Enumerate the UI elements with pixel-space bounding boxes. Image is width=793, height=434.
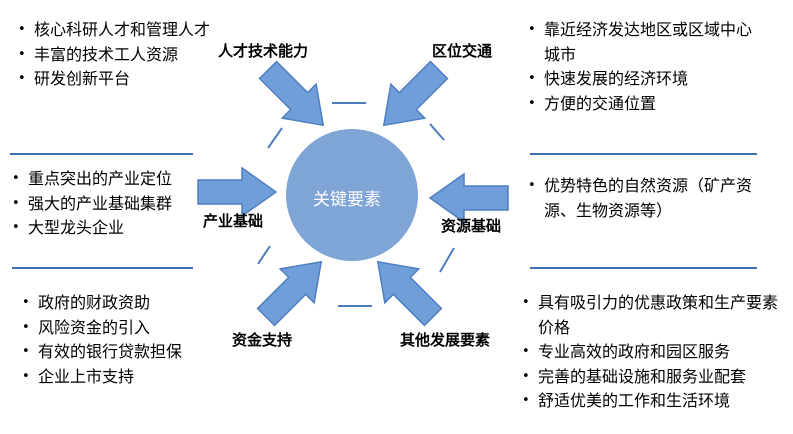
factor-label-other: 其他发展要素 [400, 331, 491, 349]
list-item: 完善的基础设施和服务业配套 [518, 365, 790, 390]
list-item: 快速发展的经济环境 [524, 67, 764, 92]
list-item: 政府的财政资助 [18, 291, 218, 316]
list-item: 靠近经济发达地区或区域中心城市 [524, 18, 764, 67]
arrow-other [376, 260, 443, 327]
list-other: 具有吸引力的优惠政策和生产要素价格 专业高效的政府和园区服务 完善的基础设施和服… [518, 291, 790, 414]
arrow-capital [256, 260, 323, 327]
list-item: 具有吸引力的优惠政策和生产要素价格 [518, 291, 790, 340]
factor-label-resources: 资源基础 [441, 217, 502, 235]
arrow-resources [428, 172, 509, 224]
list-item: 方便的交通位置 [524, 92, 764, 117]
list-item: 重点突出的产业定位 [8, 167, 208, 192]
factor-label-talent: 人才技术能力 [218, 42, 309, 60]
list-item: 大型龙头企业 [8, 216, 208, 241]
list-item: 专业高效的政府和园区服务 [518, 340, 790, 365]
arrow-industry [197, 166, 278, 218]
factor-label-industry: 产业基础 [203, 212, 264, 230]
factor-label-location: 区位交通 [432, 42, 493, 60]
list-item: 研发创新平台 [14, 67, 214, 92]
arrows [197, 60, 509, 327]
list-item: 企业上市支持 [18, 365, 218, 390]
list-item: 核心科研人才和管理人才 [14, 18, 214, 43]
list-resources: 优势特色的自然资源（矿产资源、生物资源等） [524, 174, 759, 223]
list-location: 靠近经济发达地区或区域中心城市 快速发展的经济环境 方便的交通位置 [524, 18, 764, 116]
center-circle [286, 129, 418, 261]
list-item: 丰富的技术工人资源 [14, 43, 214, 68]
list-talent: 核心科研人才和管理人才 丰富的技术工人资源 研发创新平台 [14, 18, 214, 92]
arrow-talent [258, 60, 325, 127]
list-industry: 重点突出的产业定位 强大的产业基础集群 大型龙头企业 [8, 167, 208, 241]
list-item: 风险资金的引入 [18, 316, 218, 341]
list-item: 舒适优美的工作和生活环境 [518, 389, 790, 414]
list-item: 优势特色的自然资源（矿产资源、生物资源等） [524, 174, 759, 223]
center-label: 关键要素 [313, 190, 381, 210]
list-item: 有效的银行贷款担保 [18, 340, 218, 365]
ring-segments [257, 102, 455, 307]
list-item: 强大的产业基础集群 [8, 192, 208, 217]
list-capital: 政府的财政资助 风险资金的引入 有效的银行贷款担保 企业上市支持 [18, 291, 218, 389]
arrow-location [382, 60, 449, 127]
factor-label-capital: 资金支持 [232, 331, 293, 349]
